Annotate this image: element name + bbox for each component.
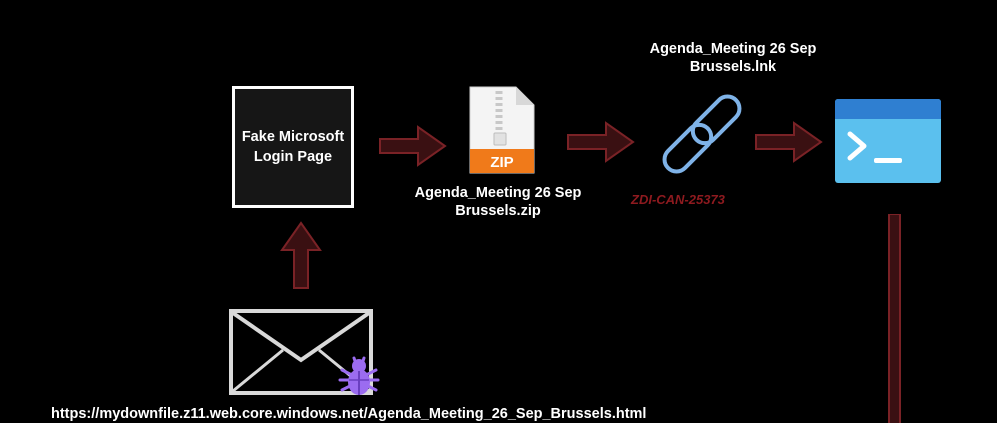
- connector-line-down: [888, 214, 901, 423]
- zip-label-line2: Brussels.zip: [455, 203, 541, 219]
- login-box-line2: Login Page: [253, 149, 333, 165]
- arrow-lnk-to-terminal: [755, 121, 823, 163]
- terminal-icon: [835, 99, 941, 183]
- arrow-login-to-zip: [379, 125, 447, 167]
- lnk-label-line1: Agenda_Meeting 26 Sep: [649, 41, 817, 57]
- lnk-file-label: Agenda_Meeting 26 Sep Brussels.lnk: [628, 40, 838, 76]
- arrow-zip-to-lnk: [567, 121, 635, 163]
- phishing-url: https://mydownfile.z11.web.core.windows.…: [51, 406, 647, 422]
- zip-file-label: Agenda_Meeting 26 Sep Brussels.zip: [398, 184, 598, 220]
- login-box-line1: Fake Microsoft: [241, 129, 345, 145]
- cve-tag: ZDI-CAN-25373: [631, 192, 725, 207]
- lnk-label-line2: Brussels.lnk: [689, 59, 777, 75]
- arrow-email-to-login: [280, 221, 322, 289]
- fake-login-page-box: Fake Microsoft Login Page: [232, 86, 354, 208]
- zip-badge-text: ZIP: [490, 154, 513, 171]
- link-chain-icon: [662, 94, 742, 174]
- zip-label-line1: Agenda_Meeting 26 Sep: [414, 185, 582, 201]
- zip-file-icon: ZIP: [469, 86, 535, 174]
- bug-icon: [338, 356, 380, 395]
